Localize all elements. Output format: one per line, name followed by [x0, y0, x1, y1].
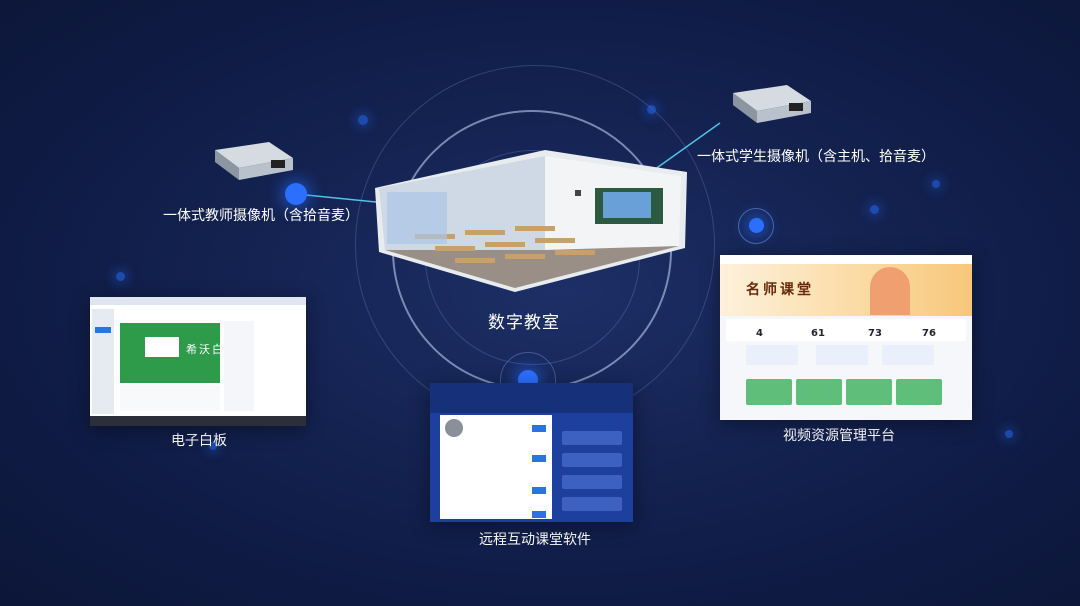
student-camera-label: 一体式学生摄像机（含主机、拾音麦） [697, 149, 935, 165]
remote-send-button-2 [532, 455, 546, 462]
remote-header [430, 383, 633, 413]
teacher-camera-label: 一体式教师摄像机（含拾音麦） [163, 208, 359, 224]
platform-metrics-box-3 [882, 345, 934, 365]
ambient-dot-5 [647, 105, 656, 114]
remote-software-label: 远程互动课堂软件 [479, 532, 591, 548]
whiteboard-sidebar-button [95, 327, 111, 333]
platform-banner-figure [870, 267, 910, 315]
platform-course-card-2 [796, 379, 842, 405]
whiteboard-brand-text: 希沃白 [186, 343, 225, 356]
platform-navbar [720, 255, 972, 264]
remote-classroom-screenshot [430, 383, 633, 522]
remote-send-button-1 [532, 425, 546, 432]
platform-course-card-4 [896, 379, 942, 405]
platform-stat-2: 61 [811, 328, 825, 339]
whiteboard-titlebar [90, 297, 306, 305]
platform-metrics-box-2 [816, 345, 868, 365]
right-pulse-ring [738, 208, 774, 244]
platform-banner [720, 264, 972, 316]
ambient-dot-4 [116, 272, 125, 281]
whiteboard-screenshot: 希沃白 [90, 297, 306, 426]
remote-side-button-4 [562, 497, 622, 511]
platform-metrics-box-1 [746, 345, 798, 365]
video-platform-label: 视频资源管理平台 [783, 428, 895, 444]
ambient-dot-2 [870, 205, 879, 214]
ambient-dot-7 [1005, 430, 1013, 438]
student-camera-icon [733, 85, 811, 123]
remote-side-button-1 [562, 431, 622, 445]
platform-node-dot [749, 218, 764, 233]
remote-avatar [445, 419, 463, 437]
whiteboard-label: 电子白板 [171, 433, 227, 449]
ambient-dot-1 [358, 115, 368, 125]
ambient-dot-6 [209, 442, 217, 450]
remote-side-button-3 [562, 475, 622, 489]
platform-course-card-3 [846, 379, 892, 405]
whiteboard-sidebar [92, 309, 114, 414]
platform-stat-1: 4 [756, 328, 763, 339]
platform-course-card-1 [746, 379, 792, 405]
center-label: 数字教室 [488, 313, 560, 333]
platform-stat-4: 76 [922, 328, 936, 339]
whiteboard-canvas-area [120, 385, 220, 411]
platform-stat-3: 73 [868, 328, 882, 339]
remote-side-button-2 [562, 453, 622, 467]
teacher-camera-icon [215, 142, 293, 180]
platform-banner-title: 名师课堂 [746, 282, 814, 298]
platform-stats-row [726, 319, 966, 341]
whiteboard-taskbar [90, 416, 306, 426]
teacher-camera-dot [285, 183, 307, 205]
remote-send-button-3 [532, 487, 546, 494]
whiteboard-tool-grid [224, 321, 254, 411]
whiteboard-slide-device [145, 337, 179, 357]
video-platform-screenshot: 名师课堂 4 61 73 76 [720, 255, 972, 420]
remote-send-button-4 [532, 511, 546, 518]
classroom-illustration [375, 150, 687, 292]
ambient-dot-3 [932, 180, 940, 188]
